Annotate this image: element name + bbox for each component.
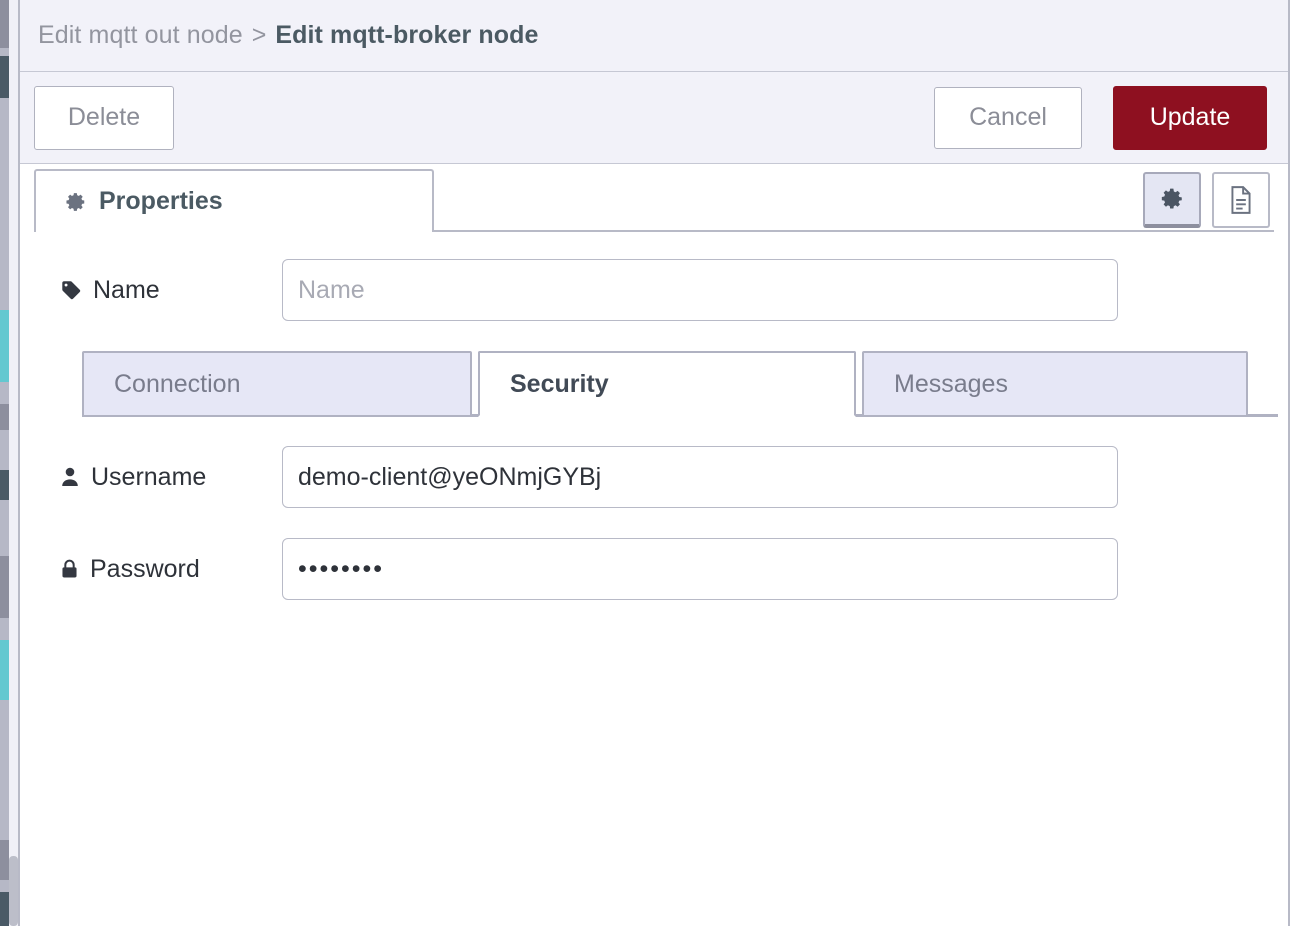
username-label-text: Username [91, 462, 207, 491]
document-icon [1231, 186, 1251, 214]
palette-chip [0, 0, 9, 48]
username-field-label: Username [60, 463, 282, 492]
name-field-row: Name [20, 254, 1288, 326]
password-field-row: Password [20, 533, 1288, 605]
editor-scrollbar[interactable] [9, 856, 18, 926]
password-field-label: Password [60, 555, 282, 584]
gear-icon [65, 191, 87, 213]
edit-node-dialog: Edit mqtt out node > Edit mqtt-broker no… [18, 0, 1290, 926]
lock-icon [60, 558, 79, 580]
palette-chip [0, 640, 9, 700]
tag-icon [60, 279, 82, 301]
palette-chip [0, 56, 9, 98]
gear-icon-button[interactable] [1143, 172, 1201, 228]
tab-strip-underline [34, 230, 1274, 232]
password-label-text: Password [90, 554, 200, 583]
subtab-security[interactable]: Security [478, 351, 856, 417]
subtab-strip: Connection Security Messages [20, 351, 1288, 423]
password-input[interactable] [282, 538, 1118, 600]
tab-properties-label: Properties [99, 187, 223, 215]
tab-properties[interactable]: Properties [34, 169, 434, 232]
palette-chip [0, 556, 9, 618]
breadcrumb-separator: > [251, 21, 267, 49]
cancel-button[interactable]: Cancel [934, 86, 1082, 149]
palette-chip [0, 892, 9, 926]
name-field-label: Name [60, 276, 282, 305]
breadcrumb-current: Edit mqtt-broker node [275, 21, 539, 49]
subtab-messages-label: Messages [894, 369, 1008, 398]
dialog-body: Name Connection Security Messages [20, 232, 1288, 605]
palette-chip [0, 310, 9, 382]
username-input[interactable] [282, 446, 1118, 508]
palette-chip [0, 404, 9, 430]
user-icon [60, 466, 80, 488]
editor-background [0, 0, 22, 926]
delete-button[interactable]: Delete [34, 85, 174, 150]
palette-chip [0, 840, 9, 880]
dialog-header: Edit mqtt out node > Edit mqtt-broker no… [20, 0, 1288, 72]
subtab-security-label: Security [510, 369, 609, 398]
dialog-toolbar: Delete Cancel Update [20, 72, 1288, 164]
palette-chip [0, 470, 9, 500]
breadcrumb-parent[interactable]: Edit mqtt out node [38, 21, 243, 49]
tab-strip: Properties [20, 164, 1288, 232]
name-input[interactable] [282, 259, 1118, 321]
name-label-text: Name [93, 275, 160, 304]
subtab-messages[interactable]: Messages [862, 351, 1248, 417]
tab-icon-button-group [1143, 172, 1270, 228]
username-field-row: Username [20, 441, 1288, 513]
palette-strip [0, 0, 9, 926]
gear-icon [1161, 188, 1182, 209]
update-button[interactable]: Update [1113, 85, 1267, 150]
subtab-connection[interactable]: Connection [82, 351, 472, 417]
subtab-connection-label: Connection [114, 369, 241, 398]
document-icon-button[interactable] [1212, 172, 1270, 228]
